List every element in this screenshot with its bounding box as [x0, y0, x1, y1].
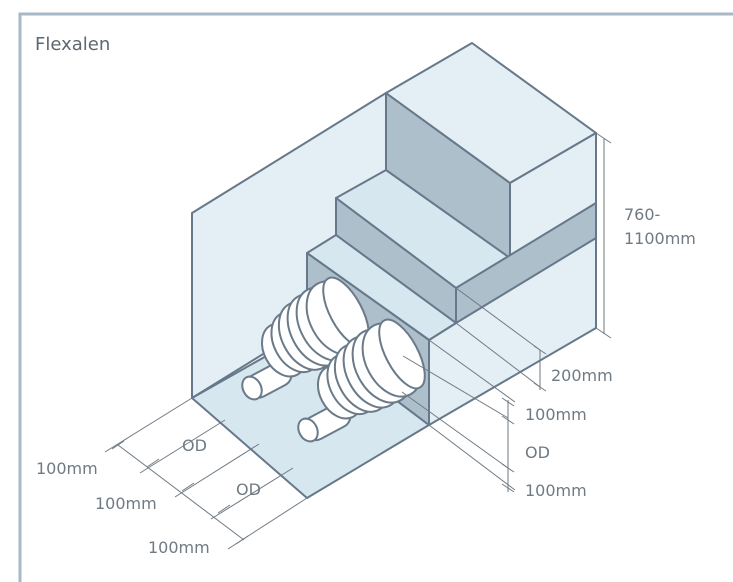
diagram-title: Flexalen — [35, 34, 110, 55]
label-height-range-line1: 760- — [624, 205, 660, 224]
label-step-200: 200mm — [551, 366, 613, 385]
label-left-gap-1: 100mm — [36, 459, 98, 478]
enclosure — [191, 42, 597, 499]
pipe-back-stub-end — [241, 375, 263, 401]
pipe-front-end — [378, 318, 426, 390]
pipe-back — [241, 276, 370, 401]
label-left-gap-3: 100mm — [148, 538, 210, 557]
dimension-lines — [104, 132, 612, 550]
pipe-front — [297, 318, 426, 443]
label-right-od: OD — [525, 443, 550, 462]
dimension-labels: 760- 1100mm 200mm 100mm OD 100mm 100mm O… — [36, 205, 696, 557]
label-left-od-1: OD — [182, 436, 207, 455]
label-right-gap-bottom: 100mm — [525, 481, 587, 500]
label-height-range-line2: 1100mm — [624, 229, 696, 248]
label-left-gap-2: 100mm — [95, 494, 157, 513]
label-right-gap-top: 100mm — [525, 405, 587, 424]
frame-border — [18, 12, 733, 582]
label-left-od-2: OD — [236, 480, 261, 499]
pipe-front-stub-end — [297, 417, 319, 443]
